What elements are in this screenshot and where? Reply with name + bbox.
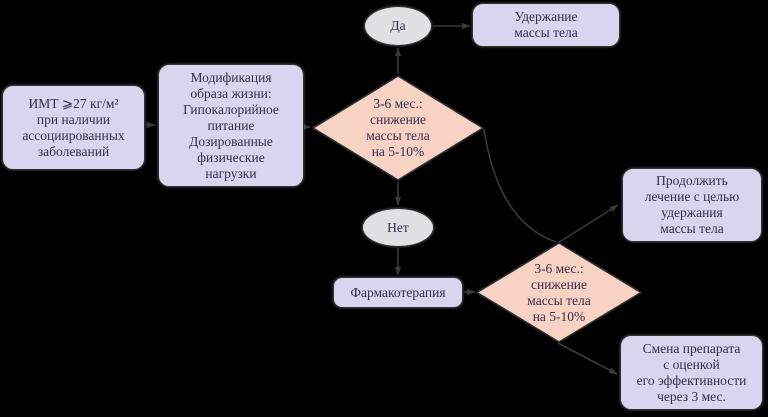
node-decision-1: 3-6 мес.: снижение массы тела на 5-10% xyxy=(312,75,484,181)
node-bmi-condition: ИМТ ⩾27 кг/м² при наличии ассоциированны… xyxy=(2,85,145,170)
connector-decision2-continue xyxy=(557,204,619,244)
node-pharmacotherapy: Фармакотерапия xyxy=(333,277,463,308)
node-continue-treatment: Продолжить лечение с целью удержания мас… xyxy=(622,168,762,242)
node-maintain-weight: Удержание массы тела xyxy=(472,3,620,47)
node-yes: Да xyxy=(364,6,432,46)
decision-2-label: 3-6 мес.: снижение массы тела на 5-10% xyxy=(527,260,591,324)
node-lifestyle-modification: Модификация образа жизни: Гипокалорийное… xyxy=(158,64,304,187)
node-decision-2: 3-6 мес.: снижение массы тела на 5-10% xyxy=(476,242,642,343)
node-change-drug: Смена препарата с оценкой его эффективно… xyxy=(620,335,763,410)
decision-2-diamond-shape xyxy=(476,242,642,343)
connector-decision2-change xyxy=(557,342,618,375)
connector-decision1-decision2 xyxy=(483,128,557,243)
decision-1-diamond-shape xyxy=(312,75,484,181)
node-no: Нет xyxy=(362,208,434,247)
decision-1-label: 3-6 мес.: снижение массы тела на 5-10% xyxy=(366,96,430,159)
